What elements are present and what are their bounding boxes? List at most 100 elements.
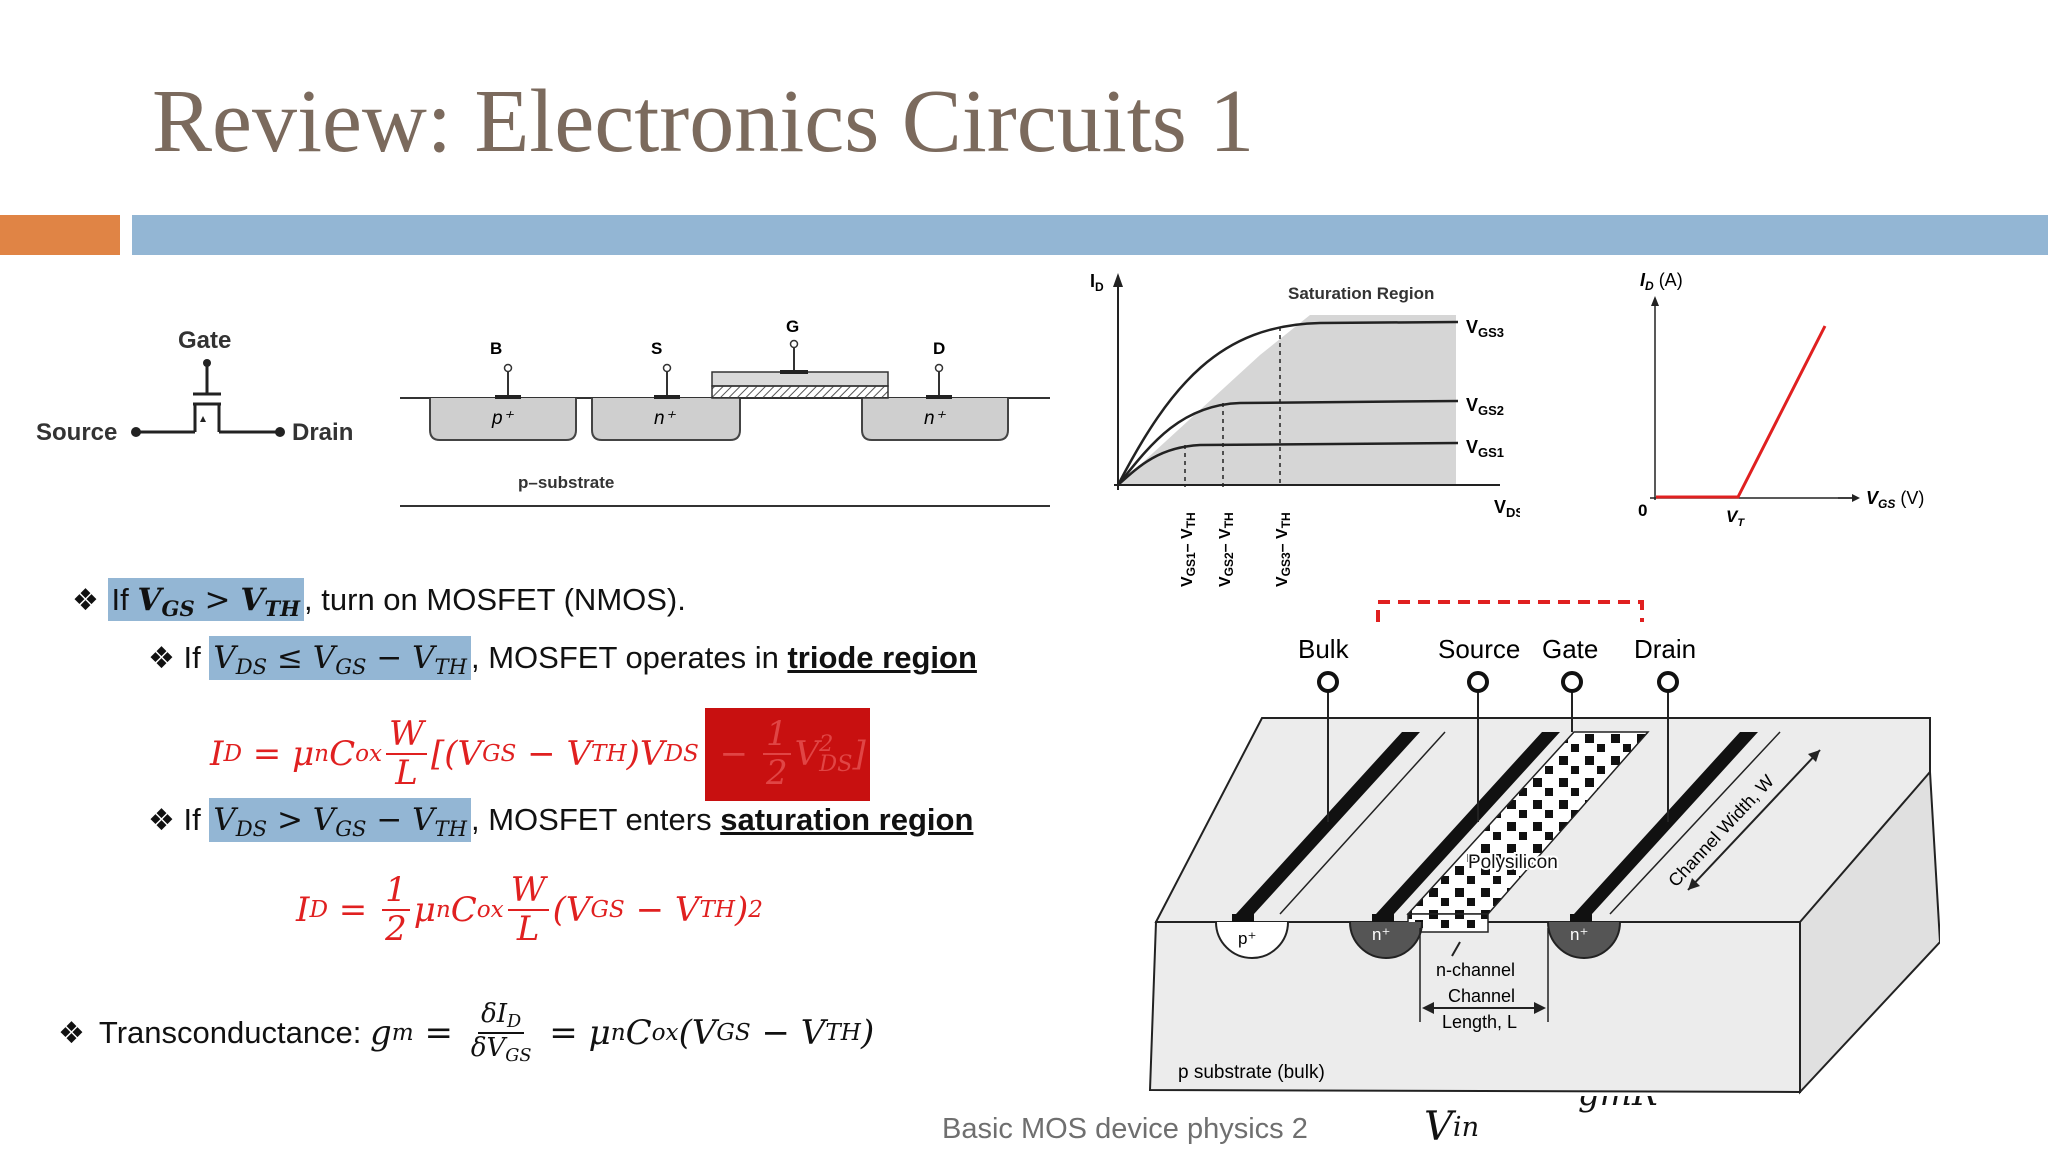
svg-text:VDS: VDS — [1494, 497, 1520, 520]
tc-x-sub: GS — [1878, 497, 1895, 511]
dev-bulk-label: Bulk — [1298, 634, 1350, 664]
tri-open: [(V — [430, 734, 483, 775]
tri-v: V — [794, 734, 820, 775]
svg-text:ID: ID — [1090, 271, 1104, 294]
tri-end: ] — [852, 734, 866, 775]
tc-vt-sub: T — [1737, 517, 1745, 529]
dev-channel-3: Length, L — [1442, 1012, 1517, 1032]
sat-half-den: 2 — [385, 909, 407, 950]
sat-m: − V — [624, 890, 700, 931]
highlight-vds-le: VDS ≤ VGS − VTH — [209, 636, 471, 680]
sat-open: (V — [552, 890, 591, 931]
iv-marker-3-th: TH — [1279, 512, 1293, 528]
gm-eq: = — [413, 1013, 464, 1054]
b2-th: TH — [434, 653, 467, 679]
svg-text:VGS2: VGS2 — [1466, 395, 1504, 418]
b1-v: V — [137, 582, 162, 618]
sat-sq: 2 — [748, 897, 763, 924]
tc-y-label: I — [1640, 270, 1646, 290]
iv-marker-1-th: TH — [1184, 512, 1198, 528]
iv-marker-1-minus: – V — [1179, 528, 1196, 552]
sat-half-num: 1 — [382, 871, 410, 912]
xsec-n-plus-drain: n⁺ — [924, 408, 947, 429]
b3-minus: − — [366, 802, 413, 838]
iv-marker-1-gs: GS1 — [1184, 552, 1198, 576]
xsec-d-label: D — [933, 339, 945, 358]
tc-origin: 0 — [1638, 501, 1647, 520]
stray-cut-gmr: gmR — [1578, 1096, 1698, 1114]
b1-text: turn on MOSFET (NMOS). — [312, 582, 686, 617]
tri-th: TH — [591, 741, 627, 768]
saturation-region-text: saturation region — [720, 802, 974, 837]
gm-c: C — [625, 1013, 652, 1054]
gm-g: g — [370, 1013, 392, 1054]
iv-marker-3-v: V — [1274, 576, 1291, 587]
b2-v: V — [213, 640, 236, 676]
highlight-vds-gt: VDS > VGS − VTH — [209, 798, 471, 842]
id-vds-plot: ID Saturation Region VGS3 VGS2 VGS1 VDS … — [1090, 271, 1520, 587]
tri-minus: − — [708, 734, 759, 775]
b3-ds: DS — [235, 815, 268, 841]
b2-if: If — [183, 640, 210, 675]
dev-channel-2: Channel — [1448, 986, 1515, 1006]
b2-gs: GS — [335, 653, 367, 679]
iv-marker-2-minus: – V — [1217, 528, 1234, 552]
bullet-saturation-condition: ❖ If VDS > VGS − VTH, MOSFET enters satu… — [148, 798, 974, 842]
sat-lhs: I — [296, 890, 310, 931]
dev-gate-label: Gate — [1542, 634, 1598, 664]
tri-half-num: 1 — [762, 715, 791, 756]
gm-close: ) — [860, 1013, 875, 1054]
b2-v3: V — [412, 640, 435, 676]
tri-gs: GS — [482, 741, 517, 768]
gm-num-sub: D — [507, 1011, 522, 1032]
sat-th: TH — [699, 897, 736, 924]
sat-num: W — [507, 871, 549, 912]
tri-half-den: 2 — [765, 753, 788, 794]
gm-den-sub: GS — [505, 1046, 532, 1067]
b1-gt: > — [194, 582, 241, 618]
iv-curve-sub-gs3: GS3 — [1478, 325, 1504, 340]
sat-den: L — [516, 909, 540, 950]
bullet-vgs-condition: ❖ If VGS > VTH, turn on MOSFET (NMOS). — [72, 578, 686, 621]
b1-th: TH — [264, 595, 301, 621]
tri-lhs: I — [210, 734, 224, 775]
sat-eq: = — [327, 890, 379, 931]
xsec-p-plus: p⁺ — [491, 408, 515, 429]
sat-lhs-sub: D — [309, 897, 328, 924]
four-diamond-bullet-icon: ❖ — [148, 641, 175, 676]
tc-x-unit: (V) — [1895, 488, 1924, 508]
iv-curve-label-gs3: V — [1466, 317, 1478, 337]
b3-gt: > — [267, 802, 313, 838]
svg-text:VGS (V): VGS (V) — [1866, 488, 1924, 511]
tri-c: C — [329, 734, 356, 775]
tri-m: − V — [516, 734, 592, 775]
accent-bar-blue — [132, 215, 2048, 255]
tc-y-sub: D — [1645, 279, 1654, 293]
tc-vt: V — [1726, 507, 1739, 526]
gm-rhs: = μ — [538, 1013, 611, 1054]
b2-ds: DS — [235, 653, 268, 679]
symbol-gate-label: Gate — [178, 327, 231, 354]
svg-text:VGS2– VTH: VGS2– VTH — [1217, 512, 1236, 587]
b2-le: ≤ — [267, 640, 313, 676]
gm-open: (V — [678, 1013, 717, 1054]
tri-eq: = μ — [241, 734, 315, 775]
iv-marker-2-th: TH — [1222, 512, 1236, 528]
xsec-s-label: S — [651, 339, 662, 358]
bullet-triode-condition: ❖ If VDS ≤ VGS − VTH, MOSFET operates in… — [148, 636, 977, 680]
tc-y-unit: (A) — [1654, 270, 1683, 290]
triode-region-text: triode region — [787, 640, 977, 675]
dev-source-label: Source — [1438, 634, 1520, 664]
mosfet-cross-section: B S G D p⁺ n⁺ n⁺ p–substrate — [400, 317, 1050, 507]
id-vgs-plot: ID (A) 0 VT VGS (V) — [1638, 270, 1924, 529]
gm-c-sub: ox — [651, 1020, 679, 1047]
xsec-b-label: B — [490, 339, 502, 358]
dashed-bracket — [1376, 600, 1644, 622]
iv-marker-3-minus: – V — [1274, 528, 1291, 552]
svg-text:VT: VT — [1726, 507, 1745, 529]
